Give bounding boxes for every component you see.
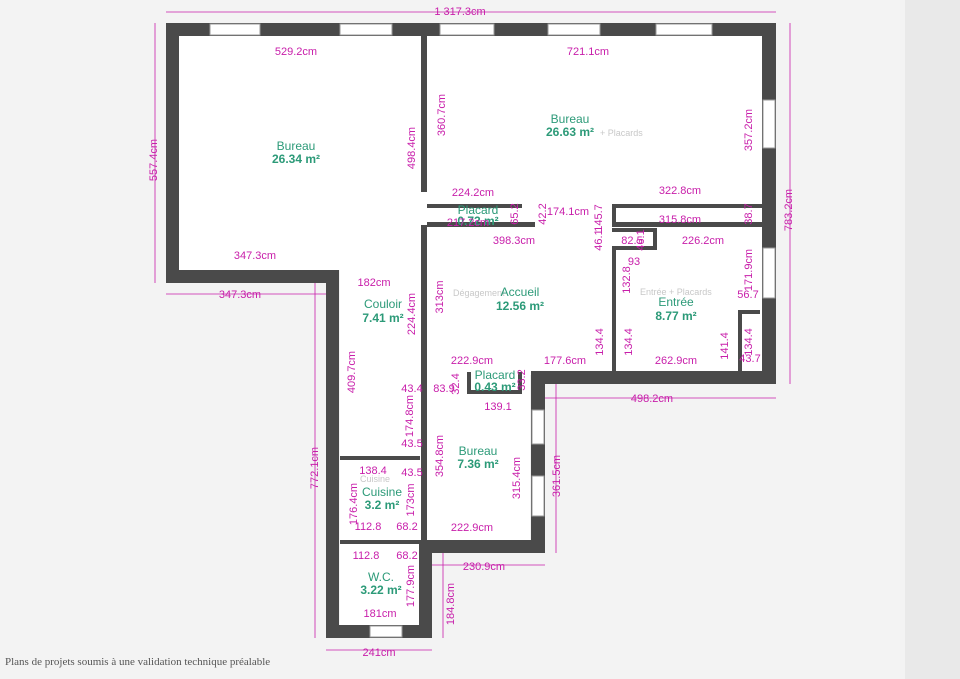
dim-d61: 230.9cm (463, 561, 505, 573)
room-name-cuisine: Cuisine (362, 485, 402, 499)
dim-d63: 184.8cm (445, 583, 457, 625)
room-area-entree: 8.77 m² (655, 309, 696, 323)
room-area-bureau-1: 26.34 m² (272, 152, 320, 166)
dim-d46: 174.8cm (404, 395, 416, 437)
dim-d7: 224.2cm (452, 187, 494, 199)
dimension-lines (154, 11, 791, 651)
room-area-bureau-2: 26.63 m² (546, 125, 594, 139)
dim-d57: 68.2 (396, 521, 417, 533)
dim-d47: 43.5 (401, 438, 422, 450)
dim-d38: 177.6cm (544, 355, 586, 367)
dim-d52: 315.4cm (511, 457, 523, 499)
dim-d11: 65.2 (509, 203, 521, 224)
room-area-placard-1: 0.72 m² (457, 214, 498, 228)
ghost-text-placards: + Placards (600, 128, 643, 138)
dim-d1: 529.2cm (275, 46, 317, 58)
dim-d56: 112.8 (355, 521, 382, 533)
dim-d27: 132.8 (621, 266, 633, 294)
dim-d4: 360.7cm (436, 94, 448, 136)
room-name-accueil: Accueil (501, 285, 540, 299)
dim-d51: 43.5 (401, 467, 422, 479)
interior (178, 35, 762, 625)
dim-d40: 43.4 (401, 383, 422, 395)
dim-d17: 398.3cm (493, 235, 535, 247)
dim-d60: 68.2 (396, 550, 417, 562)
dim-d39: 262.9cm (655, 355, 697, 367)
room-area-wc: 3.22 m² (360, 583, 401, 597)
dim-d31: 409.7cm (346, 351, 358, 393)
plan-margin (905, 0, 960, 679)
dim-d62: 177.9cm (405, 565, 417, 607)
footer-disclaimer: Plans de projets soumis à une validation… (5, 656, 271, 668)
dim-d8: 322.8cm (659, 185, 701, 197)
ghost-text-cuisine: Cuisine (360, 474, 390, 484)
dim-d50: 138.4 (359, 465, 387, 477)
room-name-couloir: Couloir (364, 297, 402, 311)
dim-d24: 182cm (357, 277, 390, 289)
dimension-labels: 1 317.3cm 529.2cm 721.1cm 224.2cm 322.8c… (148, 6, 795, 659)
dim-d14: 145.7 (593, 204, 605, 232)
dim-d35: 134.4 (743, 328, 755, 356)
dim-d19: 82.5 (621, 235, 642, 247)
dim-d41: 83.9 (433, 383, 454, 395)
dim-d55: 173cm (405, 483, 417, 516)
dim-d33: 134.4 (623, 328, 635, 356)
dim-d20: 46.1 (635, 229, 647, 250)
dim-d28: 56.7 (737, 289, 758, 301)
room-name-placard-1: Placard (458, 203, 499, 217)
dim-d53: 361.5cm (551, 455, 563, 497)
room-name-placard-2: Placard (475, 368, 516, 382)
dim-d10: 217.2cm (447, 217, 489, 229)
room-area-cuisine: 3.2 m² (365, 498, 400, 512)
dim-d16: 38.7 (743, 203, 755, 224)
dim-d34: 141.4 (719, 332, 731, 360)
room-area-bureau-3: 7.36 m² (457, 457, 498, 471)
dim-total-width: 1 317.3cm (434, 6, 485, 18)
dim-d25: 93 (628, 256, 640, 268)
room-name-bureau-1: Bureau (277, 139, 316, 153)
dim-d45: 498.2cm (631, 393, 673, 405)
dim-d49: 772.1cm (309, 447, 321, 489)
room-area-placard-2: 0.43 m² (474, 380, 515, 394)
room-name-bureau-3: Bureau (459, 444, 498, 458)
dim-d9: 783.2cm (783, 189, 795, 231)
dim-d29: 313cm (434, 280, 446, 313)
dim-d37: 222.9cm (451, 355, 493, 367)
room-area-accueil: 12.56 m² (496, 299, 544, 313)
room-area-couloir: 7.41 m² (362, 311, 403, 325)
dim-d2: 721.1cm (567, 46, 609, 58)
dim-d65: 241cm (362, 647, 395, 659)
dim-d18: 46.1 (593, 229, 605, 250)
dim-d5: 498.4cm (406, 127, 418, 169)
dim-d54: 176.4cm (348, 483, 360, 525)
dim-d30: 224.4cm (406, 293, 418, 335)
dim-d15: 315.8cm (659, 214, 701, 226)
dim-d13: 174.1cm (547, 206, 589, 218)
ghost-text-degagement: Dégagement (453, 288, 505, 298)
windows (209, 23, 776, 638)
dim-d42: 32.4 (450, 373, 462, 394)
dim-d3: 557.4cm (148, 139, 160, 181)
interior-walls (340, 36, 762, 545)
room-name-entree: Entrée (658, 295, 694, 309)
dim-d23: 347.3cm (219, 289, 261, 301)
dim-d36: 43.7 (739, 353, 760, 365)
room-name-bureau-2: Bureau (551, 112, 590, 126)
dim-d43: 33.2 (516, 369, 528, 390)
dim-d48: 354.8cm (434, 435, 446, 477)
room-name-wc: W.C. (368, 570, 394, 584)
dim-d26: 171.9cm (743, 249, 755, 291)
dim-d64: 181cm (363, 608, 396, 620)
ghost-text-entree-placards: Entrée + Placards (640, 287, 712, 297)
dim-d22: 347.3cm (234, 250, 276, 262)
dim-d32: 134.4 (594, 328, 606, 356)
dim-d44: 139.1 (484, 401, 512, 413)
dim-d59: 112.8 (353, 550, 380, 562)
dim-d21: 226.2cm (682, 235, 724, 247)
dim-d12: 42.2 (537, 203, 549, 224)
dim-d58: 222.9cm (451, 522, 493, 534)
dim-d6: 357.2cm (743, 109, 755, 151)
